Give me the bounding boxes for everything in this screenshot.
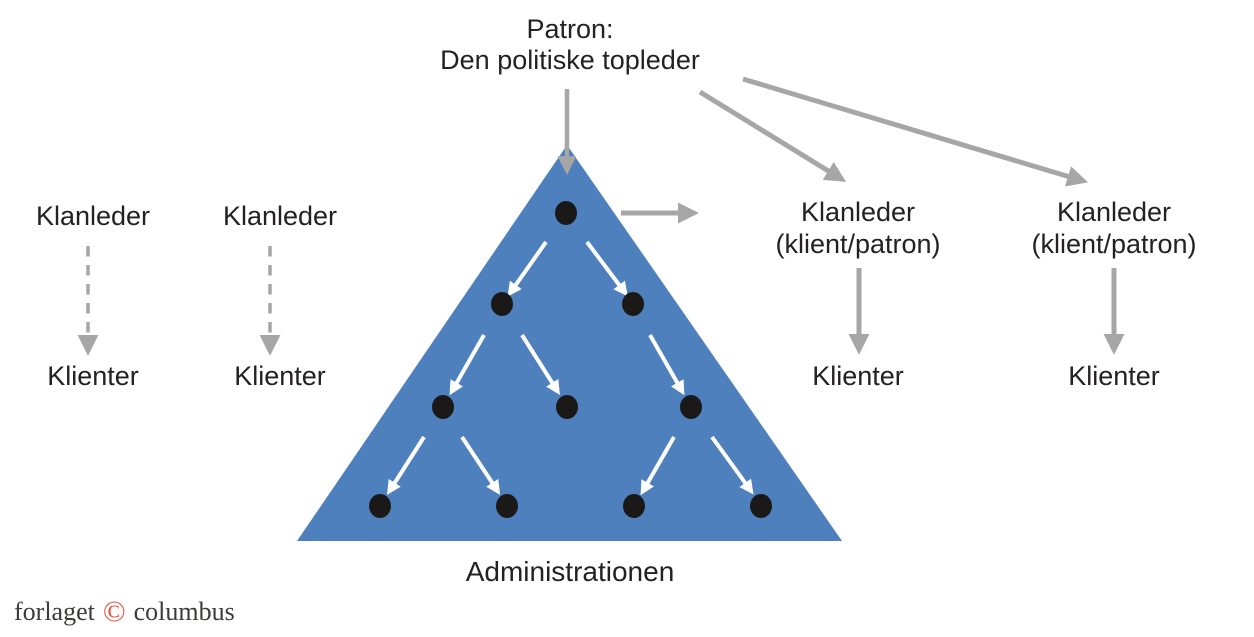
klanleder-left-1-label: Klanleder (35, 201, 151, 231)
logo-text-columbus: columbus (133, 597, 235, 626)
pyramid-edge-arrow (460, 435, 501, 495)
pyramid-edge-arrow (449, 334, 486, 396)
pyramid-edge-arrow (640, 436, 676, 496)
pyramid-node (750, 494, 772, 518)
publisher-logo: forlaget © columbus (14, 597, 235, 627)
pyramid-node (556, 395, 578, 419)
pyramid-nodes (369, 201, 772, 518)
patron-title-line1: Patron: (526, 14, 614, 44)
klienter-right-2-label: Klienter (1068, 361, 1160, 391)
klanleder-right-2-line1: Klanleder (1056, 197, 1172, 227)
klanleder-right-1-line1: Klanleder (800, 197, 916, 227)
pyramid-edge-arrow (648, 334, 685, 396)
pyramid-edge-arrow (520, 333, 560, 395)
klienter-left-2-label: Klienter (234, 361, 326, 391)
klanleder-right-1-line2: (klient/patron) (775, 229, 941, 259)
patron-title-line2: Den politiske topleder (440, 45, 700, 75)
pyramid-node (491, 292, 513, 316)
pyramid-edge-arrow (507, 240, 548, 297)
klanleder-right-2-label: Klanleder (klient/patron) (1031, 196, 1196, 260)
pyramid-node (622, 292, 644, 316)
pyramid-node (369, 494, 391, 518)
klienter-right-1-label: Klienter (812, 361, 904, 391)
pyramid-node (680, 395, 702, 419)
pyramid-edge-arrows (387, 240, 754, 496)
pyramid-node (623, 494, 645, 518)
pyramid-node (496, 494, 518, 518)
gray-arrows (77, 76, 1125, 356)
pyramid-edge-arrow (585, 240, 628, 297)
patron-title: Patron: Den politiske topleder (440, 14, 700, 76)
pyramid-node (432, 395, 454, 419)
patron-to-klanleder-arrow-2 (742, 76, 1089, 187)
klanleder-left-2-label: Klanleder (222, 201, 338, 231)
administration-label: Administrationen (465, 556, 675, 587)
administration-pyramid (297, 145, 842, 541)
pyramid-edge-arrow (387, 435, 426, 495)
klanleder-right-1-label: Klanleder (klient/patron) (775, 196, 940, 260)
patron-to-klanleder-arrow-1 (698, 89, 847, 182)
klanleder-right-2-line2: (klient/patron) (1031, 229, 1197, 259)
klienter-left-1-label: Klienter (47, 361, 139, 391)
copyright-icon: © (102, 595, 126, 628)
pyramid-edge-arrow (710, 435, 754, 495)
logo-text-forlaget: forlaget (14, 597, 95, 626)
pyramid-node (555, 201, 577, 225)
